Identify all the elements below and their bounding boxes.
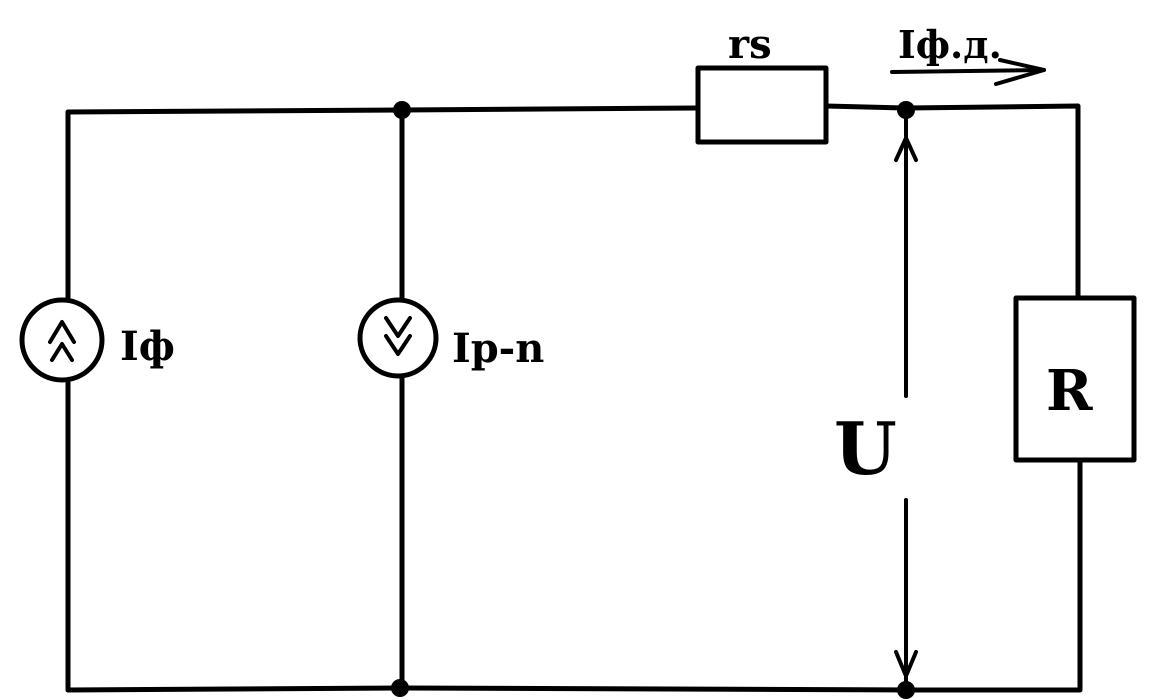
source-circle-photo xyxy=(19,297,105,383)
down-arrow-icon xyxy=(384,316,412,356)
node-top-middle xyxy=(393,101,411,119)
top-wire-right xyxy=(823,103,1081,301)
voltage-arrow-up-icon xyxy=(894,136,918,162)
source-circle-pn xyxy=(357,297,439,379)
output-current-arrow xyxy=(890,58,1046,86)
node-bottom-right xyxy=(897,681,915,699)
label-voltage: U xyxy=(834,406,897,491)
output-arrow-line xyxy=(890,68,1046,74)
photocurrent-source xyxy=(19,297,105,383)
pn-current-source xyxy=(357,297,439,379)
top-wire-left xyxy=(65,105,701,115)
series-resistor xyxy=(695,65,829,145)
voltage-indicator xyxy=(894,110,918,688)
output-arrow-head-icon xyxy=(994,58,1046,86)
wires xyxy=(65,103,1083,693)
label-pn-current: Ip-n xyxy=(452,325,544,372)
voltage-arrow-down-icon xyxy=(894,650,918,678)
label-output-current: Iф.д. xyxy=(898,22,1002,67)
bottom-wire xyxy=(65,457,1083,693)
junction-nodes xyxy=(391,101,915,699)
label-photocurrent: Iф xyxy=(120,323,175,370)
node-bottom-middle xyxy=(391,679,409,697)
up-arrow-icon xyxy=(48,320,76,362)
label-load-resistor: R xyxy=(1046,358,1093,424)
load-resistor xyxy=(1013,295,1137,463)
label-series-resistor: rs xyxy=(728,21,772,68)
